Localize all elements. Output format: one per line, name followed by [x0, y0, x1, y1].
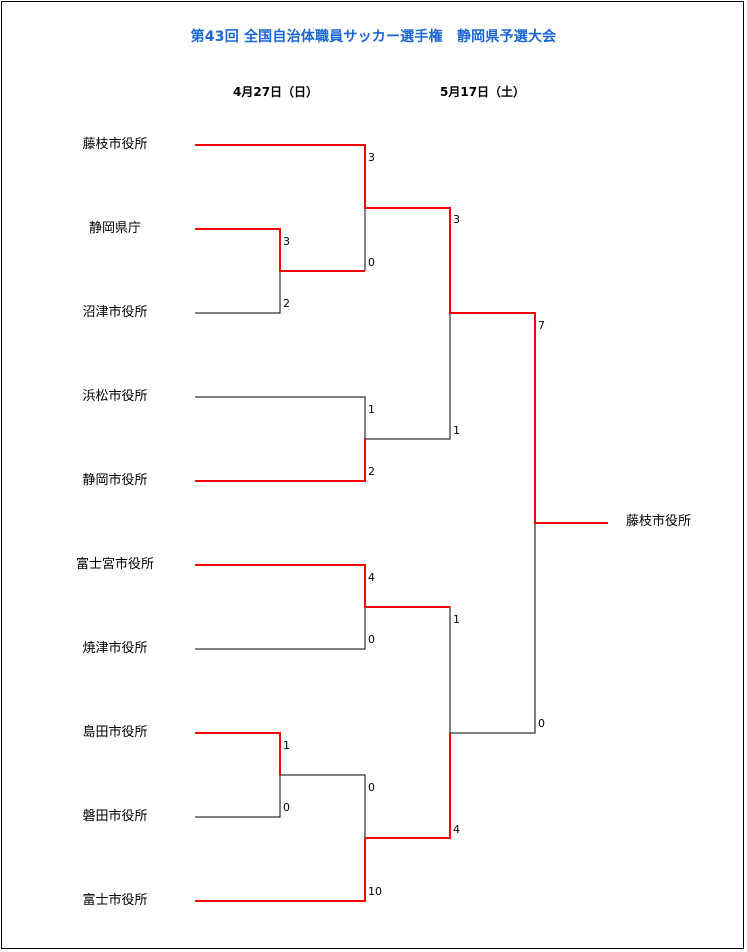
team-label: 富士宮市役所	[75, 557, 154, 572]
bracket-line-iwata	[195, 775, 281, 818]
score: 7	[538, 319, 545, 332]
score: 4	[453, 823, 460, 836]
bracket-lines-black	[195, 208, 536, 838]
bracket-line-yaizu	[195, 607, 366, 650]
score: 0	[283, 801, 290, 814]
team-label: 静岡市役所	[82, 473, 148, 488]
score: 1	[368, 403, 375, 416]
champion-label: 藤枝市役所	[626, 514, 692, 529]
bracket-line-fujinomiya-sf	[365, 606, 451, 733]
score: 10	[368, 885, 382, 898]
bracket-line-fuji-final	[450, 523, 536, 734]
score: 0	[368, 256, 375, 269]
score: 1	[453, 613, 460, 626]
winning-path-shizuoka-pref	[195, 228, 365, 272]
team-label: 富士市役所	[82, 893, 148, 908]
bracket-line-numazu	[195, 271, 281, 314]
team-label: 藤枝市役所	[82, 137, 148, 152]
winning-path-fujieda	[195, 144, 608, 524]
bracket-lines-red	[195, 144, 608, 902]
score: 1	[283, 739, 290, 752]
score: 3	[453, 213, 460, 226]
round-date-1: 4月27日（日）	[233, 85, 319, 99]
score: 3	[283, 235, 290, 248]
score: 0	[538, 717, 545, 730]
team-label: 磐田市役所	[82, 809, 148, 824]
round-date-2: 5月17日（土）	[440, 85, 526, 99]
team-label: 沼津市役所	[82, 305, 148, 320]
score: 0	[368, 633, 375, 646]
score: 3	[368, 151, 375, 164]
score: 1	[453, 424, 460, 437]
winning-path-fujinomiya	[195, 564, 450, 608]
team-label: 焼津市役所	[82, 641, 148, 656]
team-label: 島田市役所	[82, 725, 148, 740]
page-title: 第43回 全国自治体職員サッカー選手権 静岡県予選大会	[190, 29, 557, 45]
bracket-line-shizuoka-city-sf	[365, 313, 451, 440]
score: 0	[368, 781, 375, 794]
winning-path-shizuoka-city	[195, 439, 366, 482]
score: 4	[368, 571, 375, 584]
winning-path-fuji	[195, 733, 451, 902]
bracket-line-hamamatsu	[195, 396, 366, 439]
team-label: 浜松市役所	[82, 389, 148, 404]
bracket-line-shimada-r1	[280, 774, 366, 838]
winning-path-shimada	[195, 732, 281, 775]
score: 2	[283, 297, 290, 310]
score: 2	[368, 465, 375, 478]
team-label: 静岡県庁	[88, 221, 141, 236]
